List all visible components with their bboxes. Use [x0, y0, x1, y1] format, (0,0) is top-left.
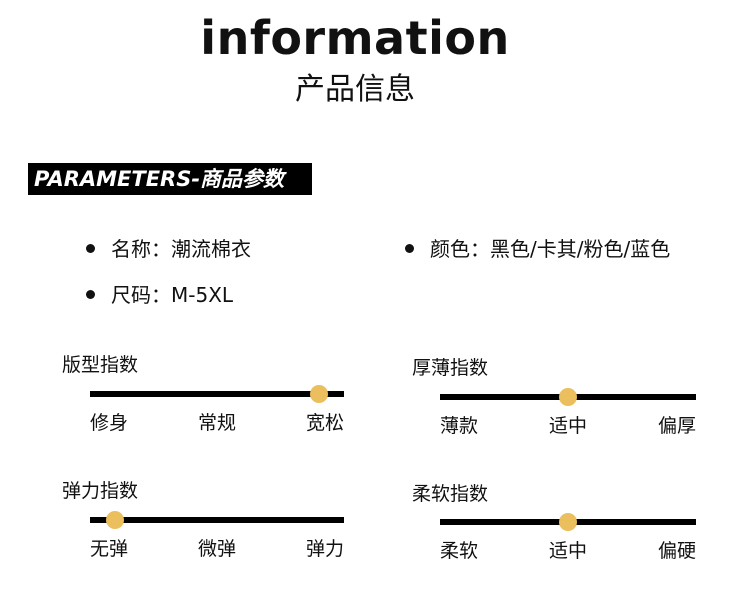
bullet-icon: [86, 290, 95, 299]
bullet-icon: [86, 244, 95, 253]
scale-thickness-label-right: 偏厚: [657, 415, 696, 437]
param-color-text: 颜色：黑色/卡其/粉色/蓝色: [430, 237, 671, 261]
param-name-text: 名称：潮流棉衣: [111, 237, 251, 261]
scale-thickness-label-left: 薄款: [440, 415, 479, 437]
scale-softness-label-middle: 适中: [548, 540, 587, 562]
scale-softness-bar: [440, 513, 696, 531]
scale-elasticity-label-middle: 微弹: [197, 538, 236, 560]
scale-softness-marker: [559, 513, 577, 531]
scale-elasticity-bar: [90, 511, 344, 529]
param-size-text: 尺码：M-5XL: [111, 283, 234, 307]
param-size: 尺码：M-5XL: [86, 280, 233, 310]
scale-thickness-label-middle: 适中: [548, 415, 587, 437]
scale-fit-title: 版型指数: [62, 354, 139, 376]
scale-fit-marker: [309, 385, 328, 403]
scale-fit-label-left: 修身: [90, 412, 129, 434]
scale-fit-label-right: 宽松: [305, 412, 344, 434]
scale-fit-bar: [90, 385, 344, 403]
scale-elasticity-marker: [106, 511, 125, 529]
scale-fit-label-middle: 常规: [197, 412, 236, 434]
scale-elasticity-label-right: 弹力: [305, 538, 344, 560]
scale-softness-label-right: 偏硬: [657, 540, 696, 562]
page-title: information: [200, 11, 510, 65]
scale-thickness-title: 厚薄指数: [412, 357, 489, 379]
parameters-banner: PARAMETERS-商品参数: [28, 163, 312, 195]
param-name: 名称：潮流棉衣: [86, 234, 251, 264]
scale-softness-label-left: 柔软: [440, 540, 479, 562]
scale-elasticity-title: 弹力指数: [62, 480, 139, 502]
scale-thickness-bar: [440, 388, 696, 406]
scale-thickness-marker: [559, 388, 577, 406]
scale-elasticity-label-left: 无弹: [90, 538, 129, 560]
param-color: 颜色：黑色/卡其/粉色/蓝色: [405, 234, 670, 264]
page-subtitle: 产品信息: [295, 72, 415, 107]
bullet-icon: [405, 244, 414, 253]
scale-softness-title: 柔软指数: [412, 483, 489, 505]
